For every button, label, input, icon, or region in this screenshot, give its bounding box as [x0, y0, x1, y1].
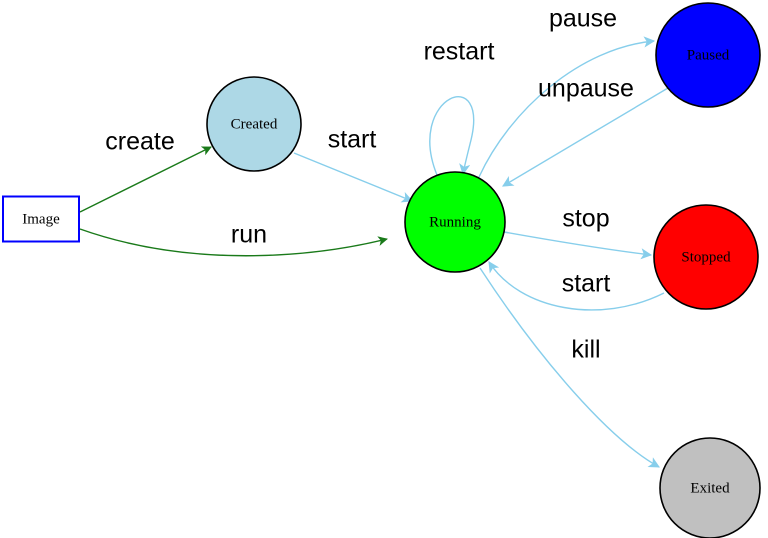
edge-restart [429, 96, 475, 176]
edge-pause [478, 36, 656, 178]
node-label-paused: Paused [687, 47, 730, 63]
node-paused[interactable]: Paused [655, 2, 761, 108]
node-exited[interactable]: Exited [659, 437, 761, 538]
edge-label-start1: start [328, 126, 377, 154]
edge-unpause [502, 87, 669, 187]
edge-run [79, 228, 388, 257]
node-shape-stopped [653, 204, 759, 310]
node-shape-exited [659, 437, 761, 538]
edge-label-pause: pause [549, 5, 617, 33]
edge-label-unpause: unpause [538, 75, 634, 103]
edge-labels-layer: create run start pause unpause restart stop sta… [105, 5, 634, 364]
node-label-running: Running [429, 214, 481, 230]
node-shape-running [404, 171, 506, 273]
node-label-image: Image [22, 211, 60, 227]
edge-create [79, 146, 212, 213]
node-label-created: Created [231, 116, 278, 132]
edge-label-run: run [231, 221, 267, 249]
edge-start2 [488, 261, 665, 311]
edge-kill [479, 267, 660, 468]
node-label-stopped: Stopped [681, 249, 731, 265]
edge-stop [503, 231, 653, 260]
edge-label-create: create [105, 128, 174, 156]
node-created[interactable]: Created [206, 76, 302, 172]
node-shape-created [206, 76, 302, 172]
edge-label-restart: restart [424, 38, 495, 66]
edges-layer [79, 36, 669, 468]
edge-label-stop: stop [562, 205, 609, 233]
node-shape-image [2, 195, 80, 243]
edge-start1 [293, 152, 414, 203]
node-shape-paused [655, 2, 761, 108]
node-running[interactable]: Running [404, 171, 506, 273]
node-label-exited: Exited [690, 480, 730, 496]
edge-label-kill: kill [571, 336, 600, 364]
edge-label-start2: start [562, 270, 611, 298]
node-image[interactable]: Image [2, 195, 80, 243]
node-stopped[interactable]: Stopped [653, 204, 759, 310]
